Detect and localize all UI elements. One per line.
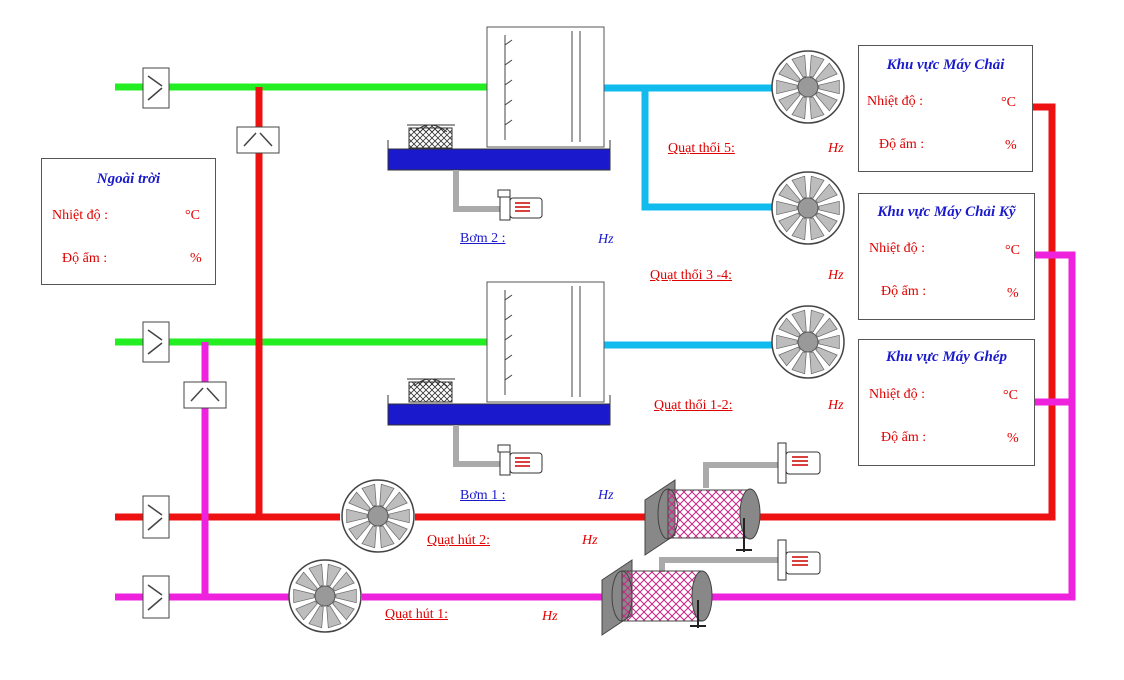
zone-temp-label: Nhiệt độ : [869,241,925,256]
outdoor-panel: Ngoài trời Nhiệt độ : °C Độ ẩm : % [41,158,216,285]
zone-hum-label: Độ ẩm : [881,284,927,299]
fan12-unit: Hz [828,398,844,413]
damper-fresh-bottom[interactable] [142,321,170,363]
fan-5-icon[interactable] [771,50,845,124]
exhaust-fan-1-icon[interactable] [288,559,362,633]
outdoor-title: Ngoài trời [96,171,161,187]
zone-title: Khu vực Máy Ghép [885,349,1008,365]
air-washer-top [387,26,611,171]
zone-temp-unit: °C [1005,243,1020,258]
fan5-unit: Hz [828,141,844,156]
fan34-label[interactable]: Quạt thổi 3 -4: [650,268,733,283]
fan-1-2-icon[interactable] [771,305,845,379]
zone-panel-may-ghep: Khu vực Máy Ghép Nhiệt độ : °C Độ ẩm : % [858,339,1035,466]
pump1-label[interactable]: Bơm 1 : [460,488,506,503]
zone-title: Khu vực Máy Chải Kỹ [877,204,1016,220]
exhaust2-label[interactable]: Quạt hút 2: [427,533,490,548]
pump1-unit: Hz [598,488,614,503]
damper-return-magenta[interactable] [142,575,170,619]
exhaust2-unit: Hz [582,533,598,548]
pump-1[interactable] [453,425,543,476]
zone-panel-may-chai-ky: Khu vực Máy Chải Kỹ Nhiệt độ : °C Độ ẩm … [858,193,1035,320]
zone-temp-unit: °C [1003,388,1018,403]
fan5-label[interactable]: Quạt thổi 5: [668,141,735,156]
zone-temp-label: Nhiệt độ : [869,387,925,402]
outdoor-temp-label: Nhiệt độ : [52,208,108,223]
outdoor-temp-unit: °C [185,208,200,223]
damper-fresh-top[interactable] [142,67,170,109]
exhaust-fan-2-icon[interactable] [341,479,415,553]
damper-bypass-top[interactable] [236,126,280,154]
zone-hum-unit: % [1005,138,1017,153]
zone-temp-label: Nhiệt độ : [867,94,923,109]
fan34-unit: Hz [828,268,844,283]
pump2-label[interactable]: Bơm 2 : [460,231,506,246]
zone-panel-may-chai: Khu vực Máy Chải Nhiệt độ : °C Độ ẩm : % [858,45,1033,172]
fan12-label[interactable]: Quạt thổi 1-2: [654,398,733,413]
exhaust1-unit: Hz [542,609,558,624]
filter-drum-top [407,124,455,149]
dust-filter-drum-1 [644,442,821,556]
zone-temp-unit: °C [1001,95,1016,110]
zone-hum-label: Độ ẩm : [879,137,925,152]
pump-2[interactable] [453,170,543,221]
air-washer-bottom [387,281,611,426]
filter-drum-bottom [407,378,455,403]
return-air-duct-magenta [115,251,1076,601]
zone-title: Khu vực Máy Chải [886,57,1005,73]
pump2-unit: Hz [598,232,614,247]
outdoor-hum-label: Độ ẩm : [62,251,108,266]
outdoor-hum-unit: % [190,251,202,266]
zone-hum-label: Độ ẩm : [881,430,927,445]
supply-air-duct [604,84,775,349]
exhaust1-label[interactable]: Quạt hút 1: [385,607,448,622]
zone-hum-unit: % [1007,286,1019,301]
fan-3-4-icon[interactable] [771,171,845,245]
zone-hum-unit: % [1007,431,1019,446]
damper-bypass-bottom[interactable] [183,381,227,409]
damper-return-red[interactable] [142,495,170,539]
dust-filter-drum-2 [601,539,821,636]
